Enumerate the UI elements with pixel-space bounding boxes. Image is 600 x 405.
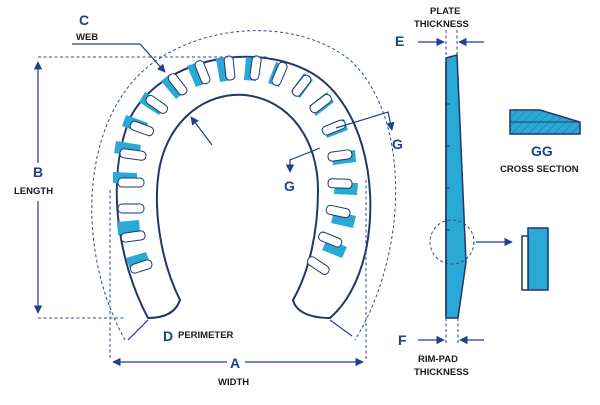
label-c-word: WEB: [76, 32, 98, 43]
label-c-letter: C: [79, 12, 89, 28]
label-plate-line2: THICKNESS: [414, 19, 469, 30]
label-d-word: PERIMETER: [178, 330, 234, 341]
detail-view: [521, 227, 549, 291]
label-rim-line2: THICKNESS: [414, 367, 469, 378]
label-b-letter: B: [33, 164, 43, 180]
label-a-word: WIDTH: [218, 377, 249, 388]
label-b-word: LENGTH: [14, 186, 53, 197]
label-rim-line1: RIM-PAD: [418, 354, 458, 365]
web-leader: [72, 43, 166, 73]
label-gg-title: GG: [531, 143, 553, 159]
perimeter-pointer-left: [127, 319, 149, 341]
side-view: E PLATE THICKNESS F RIM-PAD THICKNESS: [395, 6, 549, 378]
section-line-g-left: [285, 147, 321, 173]
perimeter-pointer-right: [329, 319, 353, 337]
label-f-letter: F: [398, 332, 407, 348]
section-line-g-right: [335, 111, 395, 131]
label-gg-sub: CROSS SECTION: [500, 164, 579, 175]
detail-circle: [429, 219, 475, 265]
label-d-letter: D: [163, 328, 173, 344]
slot-tabs: [117, 55, 353, 275]
label-e-letter: E: [395, 33, 404, 49]
side-view-plate: [445, 54, 467, 319]
inner-radius-arrow: [190, 116, 213, 146]
label-plate-line1: PLATE: [430, 6, 460, 17]
label-a-letter: A: [230, 355, 240, 371]
label-g-left: G: [284, 178, 295, 194]
horseshoe-shape: [113, 55, 372, 320]
label-g-right: G: [392, 136, 403, 152]
outer-envelope-dashed: [91, 30, 397, 341]
cross-section-gg: GG CROSS SECTION: [500, 109, 581, 175]
